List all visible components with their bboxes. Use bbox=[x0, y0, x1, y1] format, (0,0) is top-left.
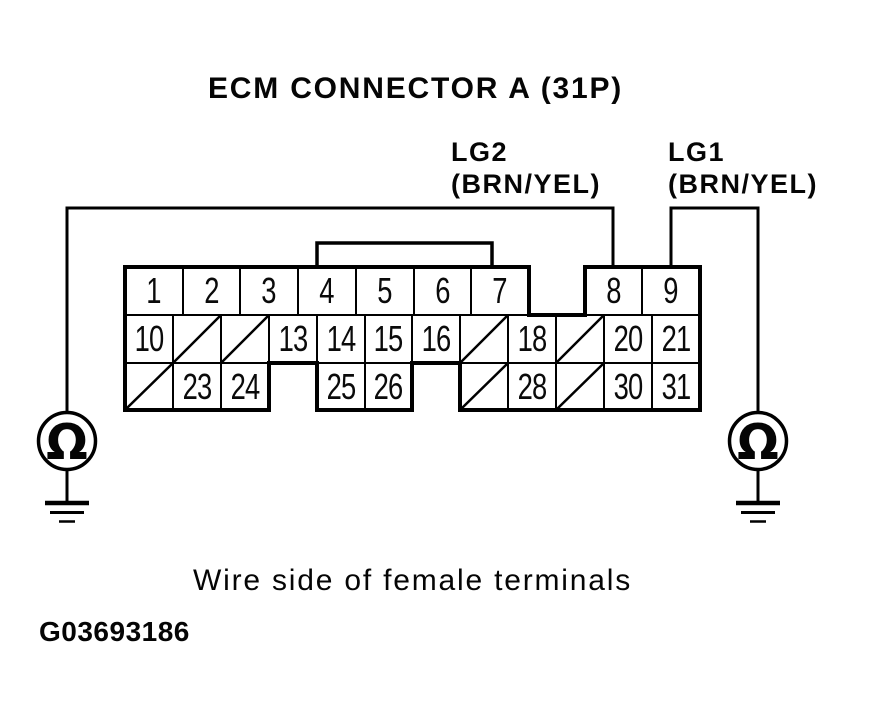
wire-color-code: (BRN/YEL) bbox=[451, 169, 601, 199]
no-terminal-cell-11 bbox=[173, 315, 221, 363]
pin-cell-18: 18 bbox=[508, 315, 556, 363]
lg2-wire-label: LG2 (BRN/YEL) bbox=[451, 136, 601, 200]
pin-number-8: 8 bbox=[606, 270, 621, 311]
ground-symbol-left: Ω bbox=[36, 410, 98, 523]
pin-number-30: 30 bbox=[613, 365, 644, 407]
pin-number-2: 2 bbox=[204, 270, 219, 311]
pin-number-1: 1 bbox=[146, 270, 162, 311]
ground-symbol-right: Ω bbox=[727, 410, 789, 523]
no-terminal-cell-17 bbox=[460, 315, 508, 363]
pin-cell-2: 2 bbox=[183, 267, 240, 315]
pin-number-18: 18 bbox=[517, 318, 548, 359]
pin-cell-30: 30 bbox=[604, 363, 652, 410]
pin-cell-21: 21 bbox=[652, 315, 700, 363]
pin-number-16: 16 bbox=[421, 318, 452, 359]
pin-cell-6: 6 bbox=[414, 267, 471, 315]
no-terminal-cell-12 bbox=[221, 315, 269, 363]
diagram-caption: Wire side of female terminals bbox=[193, 564, 632, 597]
no-terminal-cell-27 bbox=[460, 363, 508, 410]
lg2-wire bbox=[65, 206, 615, 413]
pin-cell-5: 5 bbox=[356, 267, 414, 315]
connector-keying-tab bbox=[315, 241, 494, 266]
no-terminal-slash-29 bbox=[555, 362, 605, 411]
pin-number-6: 6 bbox=[435, 270, 450, 311]
pin-number-25: 25 bbox=[326, 365, 357, 407]
no-terminal-slash-19 bbox=[555, 314, 605, 364]
pin-number-31: 31 bbox=[661, 365, 692, 407]
wire-color-code: (BRN/YEL) bbox=[668, 169, 818, 199]
pin-cell-16: 16 bbox=[412, 315, 460, 363]
omega-icon: Ω bbox=[46, 414, 88, 471]
no-terminal-slash-11 bbox=[172, 314, 222, 364]
pin-number-13: 13 bbox=[278, 318, 309, 359]
pin-number-28: 28 bbox=[517, 365, 548, 407]
page-title: ECM CONNECTOR A (31P) bbox=[208, 72, 624, 105]
wire-name: LG1 bbox=[668, 137, 726, 167]
pin-number-23: 23 bbox=[182, 365, 213, 407]
pin-cell-1: 1 bbox=[125, 267, 183, 315]
pin-number-10: 10 bbox=[134, 318, 165, 359]
cell-divider-lines bbox=[125, 267, 700, 410]
no-terminal-slash-17 bbox=[459, 314, 509, 364]
omega-icon: Ω bbox=[737, 414, 779, 471]
no-terminal-slash-12 bbox=[220, 314, 270, 364]
lg1-wire bbox=[669, 206, 760, 413]
pin-cell-28: 28 bbox=[508, 363, 556, 410]
pin-number-15: 15 bbox=[374, 318, 404, 359]
pin-cell-13: 13 bbox=[269, 315, 317, 363]
lg1-wire-label: LG1 (BRN/YEL) bbox=[668, 136, 818, 200]
pin-number-4: 4 bbox=[319, 270, 335, 311]
pin-number-7: 7 bbox=[492, 270, 508, 311]
pin-cell-24: 24 bbox=[221, 363, 269, 410]
pin-number-5: 5 bbox=[377, 270, 393, 311]
no-terminal-cell-19 bbox=[556, 315, 604, 363]
pin-cell-7: 7 bbox=[471, 267, 529, 315]
pin-number-9: 9 bbox=[663, 270, 679, 311]
pin-number-21: 21 bbox=[661, 318, 692, 359]
pin-number-26: 26 bbox=[374, 365, 404, 407]
no-terminal-slashes bbox=[124, 314, 605, 411]
pin-cell-8: 8 bbox=[585, 267, 642, 315]
pin-number-3: 3 bbox=[261, 270, 277, 311]
pin-cell-4: 4 bbox=[298, 267, 356, 315]
pin-cell-25: 25 bbox=[317, 363, 365, 410]
pin-cell-15: 15 bbox=[365, 315, 412, 363]
figure-id: G03693186 bbox=[39, 616, 190, 647]
no-terminal-cell-22 bbox=[125, 363, 173, 410]
pin-cell-14: 14 bbox=[317, 315, 365, 363]
pin-cell-26: 26 bbox=[365, 363, 412, 410]
pin-number-14: 14 bbox=[326, 318, 357, 359]
pin-cell-31: 31 bbox=[652, 363, 700, 410]
pin-cell-3: 3 bbox=[240, 267, 298, 315]
pin-cell-9: 9 bbox=[642, 267, 700, 315]
pin-cell-23: 23 bbox=[173, 363, 221, 410]
wire-name: LG2 bbox=[451, 137, 509, 167]
no-terminal-slash-27 bbox=[459, 362, 509, 411]
pin-number-24: 24 bbox=[230, 365, 261, 407]
pin-cell-10: 10 bbox=[125, 315, 173, 363]
no-terminal-cell-29 bbox=[556, 363, 604, 410]
pin-number-20: 20 bbox=[613, 318, 644, 359]
pin-cell-20: 20 bbox=[604, 315, 652, 363]
no-terminal-slash-22 bbox=[124, 362, 174, 411]
